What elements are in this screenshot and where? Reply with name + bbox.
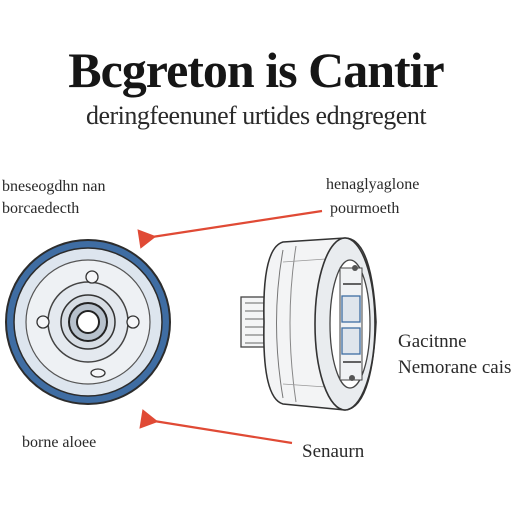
label-mid-right-line2: Nemorane cais: [398, 357, 512, 378]
diagram-subtitle: deringfeenunef urtides edngregent: [85, 101, 427, 130]
callout-arrow-bottom: [139, 409, 293, 445]
bolt-hole: [90, 368, 106, 378]
front-view-wheel: [5, 239, 171, 405]
bolt-hole: [85, 270, 99, 284]
label-top-right-line2: pourmoeth: [330, 200, 400, 217]
label-mid-right-line1: Gacitnne: [398, 331, 467, 352]
bolt-hole: [126, 315, 140, 329]
label-top-left-line1: bneseogdhn nan: [2, 178, 106, 195]
callout-arrow-top: [137, 209, 323, 249]
label-bottom-left: borne aloee: [22, 434, 97, 451]
diagram-title: Bcgreton is Cantir: [68, 42, 444, 98]
label-top-left-line2: borcaedecth: [2, 200, 80, 217]
label-top-right-line1: henaglyaglone: [326, 176, 420, 193]
bolt-hole: [36, 315, 50, 329]
side-view-bearing: [240, 237, 377, 411]
label-bottom-right: Senaurn: [302, 441, 365, 462]
